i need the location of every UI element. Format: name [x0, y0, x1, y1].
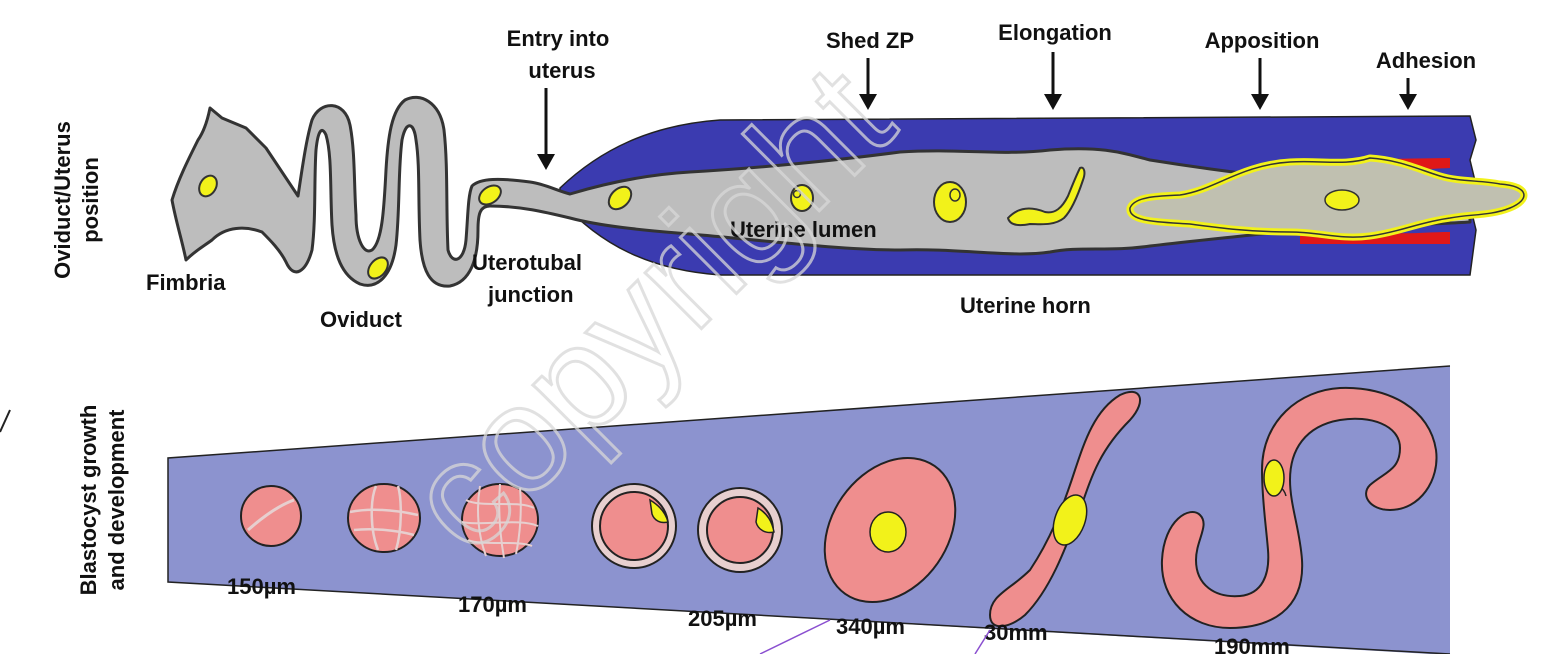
size-label-170um: 170µm [458, 592, 527, 617]
label-shed-zp: Shed ZP [826, 28, 914, 53]
blastocyst-150um [241, 486, 301, 546]
size-label-205um: 205µm [688, 606, 757, 631]
label-oviduct: Oviduct [320, 307, 403, 332]
size-label-30mm: 30mm [984, 620, 1048, 645]
bottom-side-label-line2: and development [104, 409, 129, 591]
size-label-340um: 340µm [836, 614, 905, 639]
label-entry-line1: Entry into [507, 26, 610, 51]
arrow-adhesion [1399, 78, 1417, 110]
top-side-label-line1: Oviduct/Uterus [50, 121, 75, 279]
pointer-line-340um [760, 620, 830, 654]
label-entry-line2: uterus [528, 58, 595, 83]
label-adhesion: Adhesion [1376, 48, 1476, 73]
arrow-elongation [1044, 52, 1062, 110]
bottom-side-label-line1: Blastocyst growth [76, 405, 101, 596]
embryo-shed-zp [934, 182, 966, 222]
label-uterine-horn: Uterine horn [960, 293, 1091, 318]
top-side-label-line2: position [78, 157, 103, 243]
label-elongation: Elongation [998, 20, 1112, 45]
arrow-entry [537, 88, 555, 170]
arrow-apposition [1251, 58, 1269, 110]
label-fimbria: Fimbria [146, 270, 226, 295]
edge-mark [0, 410, 10, 432]
label-apposition: Apposition [1205, 28, 1320, 53]
size-label-190mm: 190mm [1214, 634, 1290, 654]
bottom-panel: Blastocyst growth and development [76, 366, 1450, 654]
blastocyst-205um-b [698, 488, 782, 572]
size-label-150um: 150µm [227, 574, 296, 599]
embryo-apposition-disc [1325, 190, 1359, 210]
blastocyst-205um-a [592, 484, 676, 568]
